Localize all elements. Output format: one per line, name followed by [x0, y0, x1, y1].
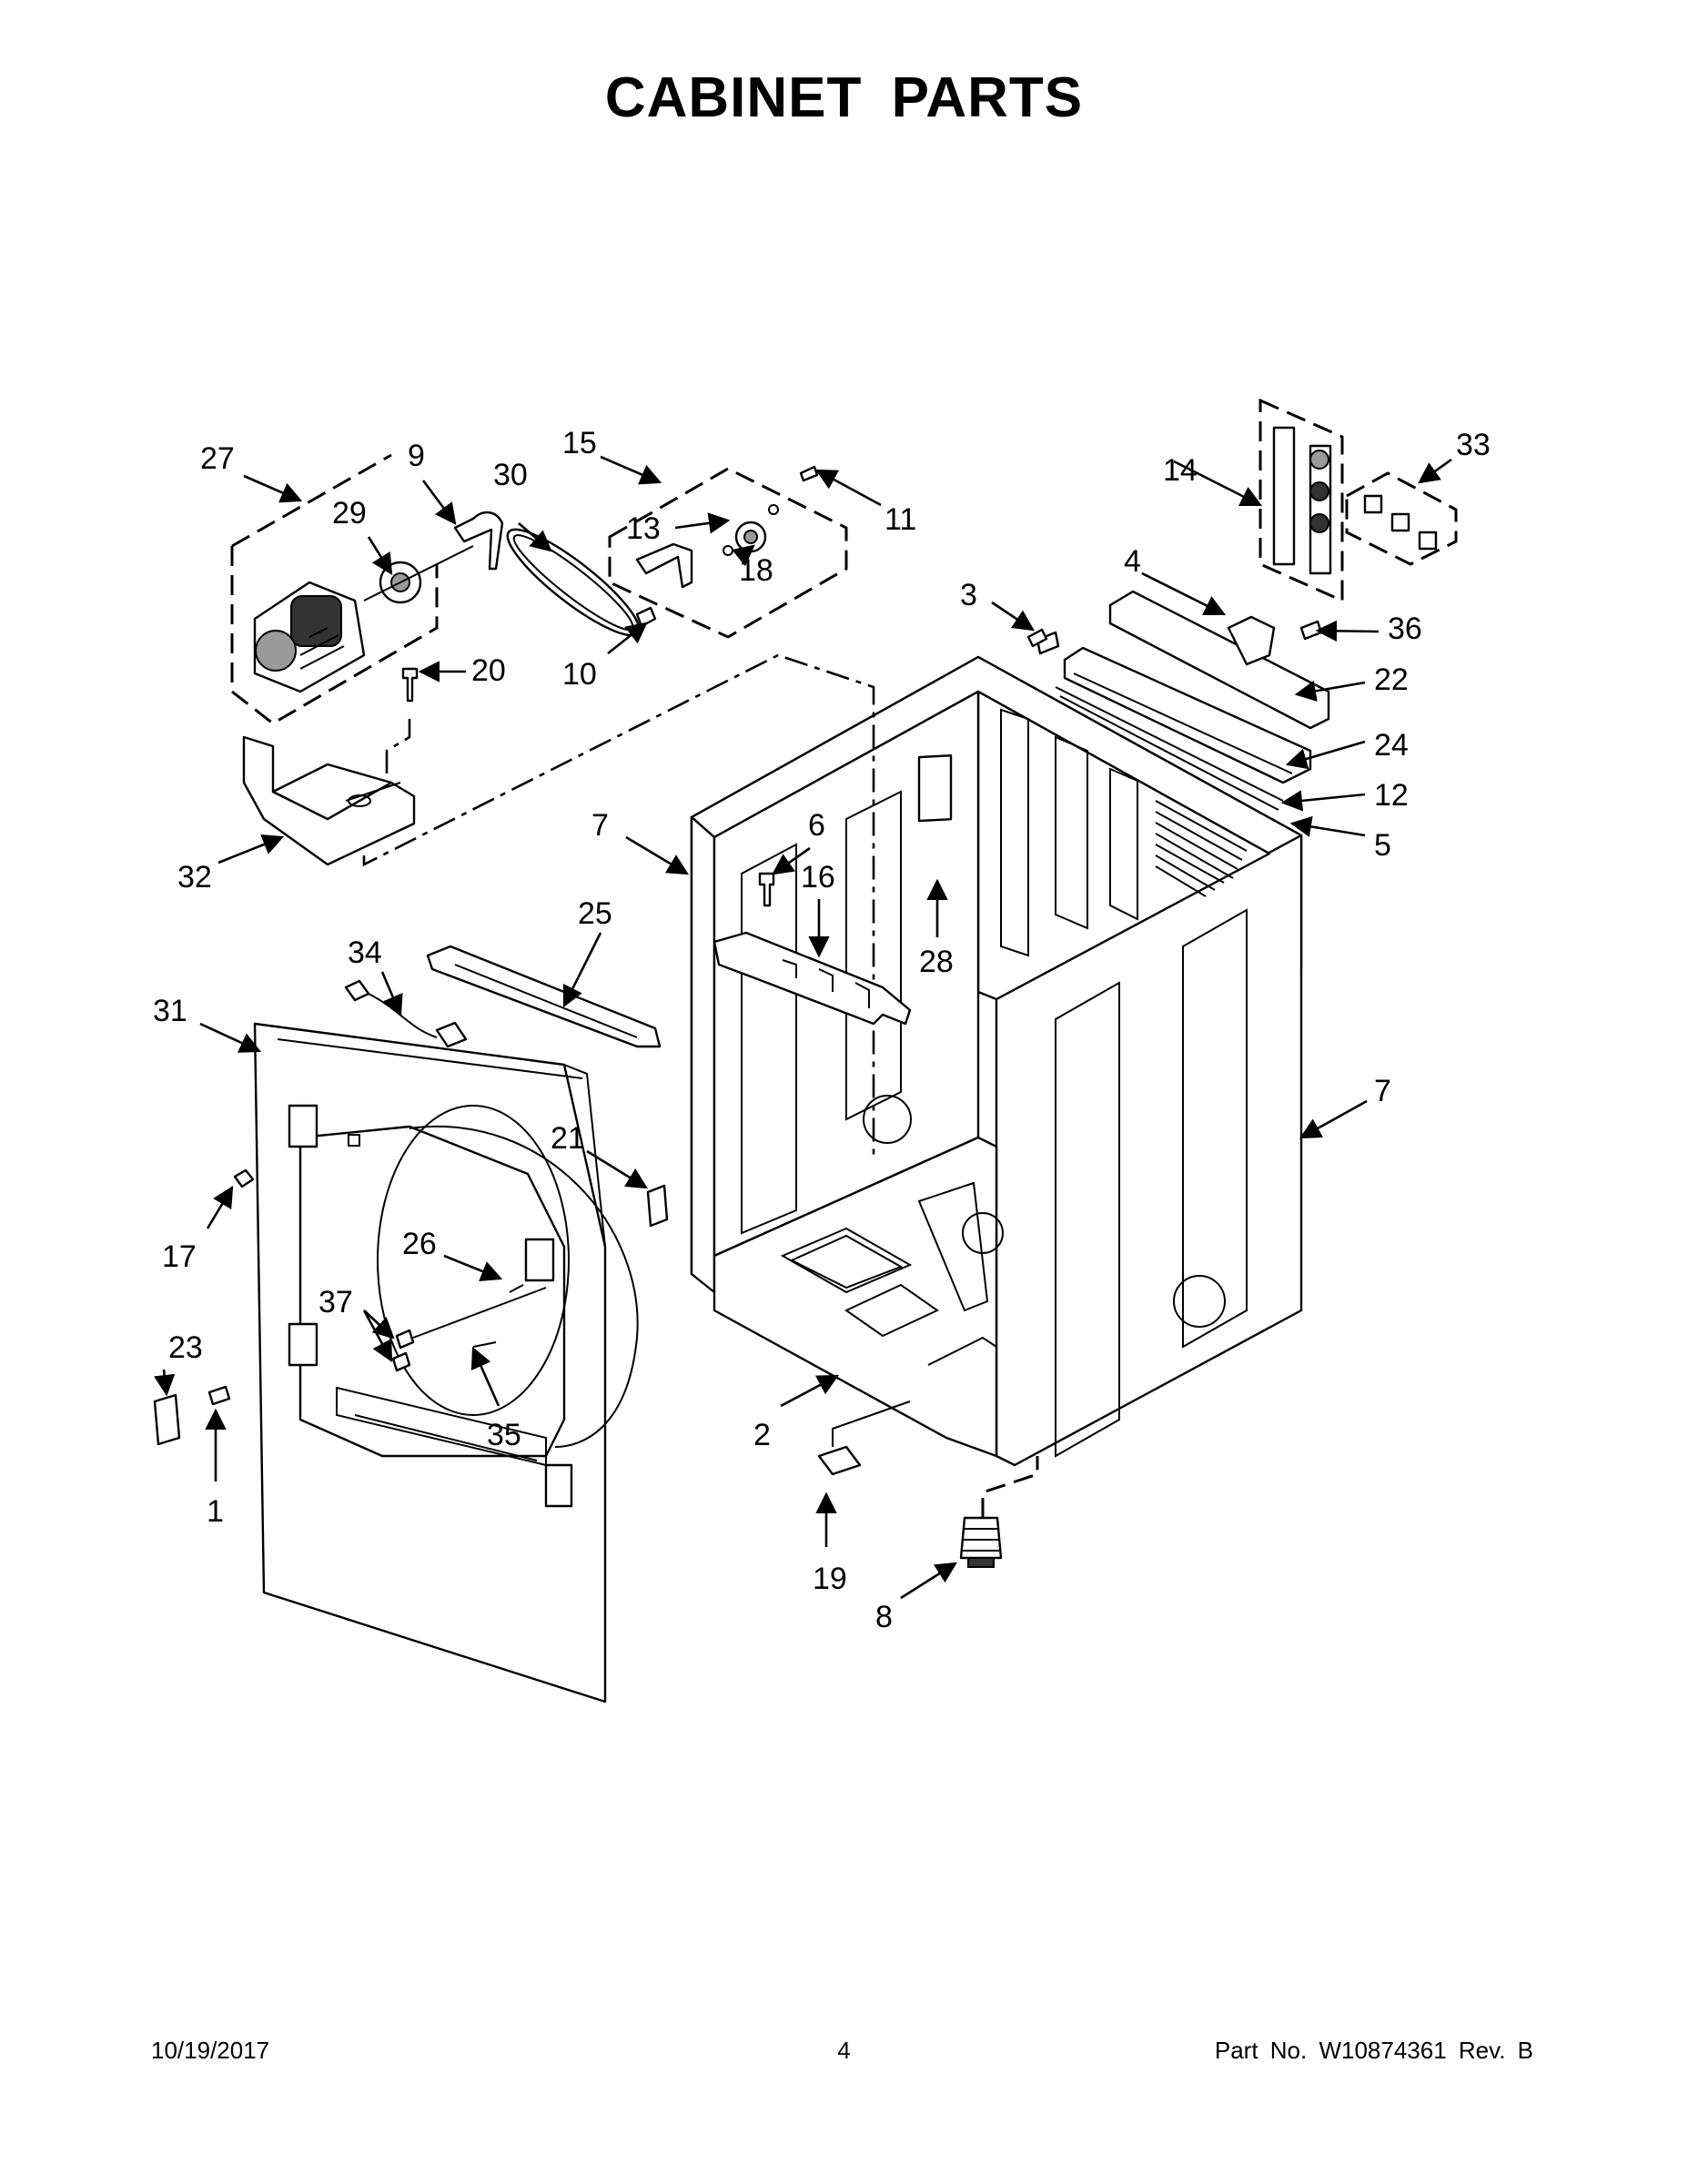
callout-23: 23	[168, 1330, 203, 1365]
footer-part-number: Part No. W10874361 Rev. B	[1214, 2037, 1533, 2064]
callout-18: 18	[739, 553, 773, 588]
callout-28: 28	[919, 945, 954, 979]
control-switches	[1258, 398, 1458, 603]
callout-30: 30	[493, 458, 528, 492]
callout-25: 25	[578, 896, 612, 931]
callout-29: 29	[332, 496, 367, 531]
callout-10: 10	[562, 657, 597, 692]
callout-20: 20	[471, 653, 506, 688]
callout-7-right: 7	[1374, 1074, 1391, 1108]
leader-lines	[154, 455, 1452, 1600]
callout-12: 12	[1374, 778, 1409, 813]
callout-19: 19	[813, 1562, 847, 1596]
callout-15: 15	[562, 426, 597, 460]
callout-labels: 27 9 30 29 15 13 11 18 10 20 32 3 14 33 …	[153, 426, 1491, 1634]
cabinet	[690, 655, 1303, 1467]
callout-32: 32	[177, 860, 212, 895]
small-parts	[153, 628, 1048, 1568]
callout-27: 27	[200, 441, 235, 476]
callout-22: 22	[1374, 662, 1409, 697]
callout-9: 9	[408, 439, 425, 473]
callout-33: 33	[1456, 428, 1491, 462]
motor-assembly	[230, 453, 875, 1160]
callout-4: 4	[1124, 544, 1141, 579]
callout-17: 17	[162, 1239, 197, 1274]
callout-35: 35	[487, 1418, 521, 1452]
callout-34: 34	[348, 935, 382, 970]
callout-14: 14	[1163, 453, 1198, 488]
callout-13: 13	[626, 511, 661, 546]
callout-31: 31	[153, 994, 187, 1028]
callout-26: 26	[402, 1227, 437, 1261]
callout-36: 36	[1388, 612, 1422, 646]
callout-5: 5	[1374, 828, 1391, 863]
idler-assembly	[608, 465, 848, 639]
callout-8: 8	[875, 1600, 893, 1634]
callout-2: 2	[753, 1418, 771, 1452]
callout-7-left: 7	[591, 808, 609, 843]
callout-37: 37	[318, 1285, 353, 1320]
footer-page-number: 4	[837, 2037, 851, 2064]
footer-date: 10/19/2017	[151, 2037, 270, 2064]
callout-16: 16	[801, 860, 835, 895]
callout-21: 21	[551, 1121, 585, 1156]
page-title: CABINET PARTS	[604, 66, 1084, 129]
callout-24: 24	[1374, 728, 1409, 763]
callout-11: 11	[884, 502, 916, 537]
top-bracket-assembly	[1036, 590, 1330, 811]
callout-6: 6	[808, 808, 825, 843]
front-panel	[253, 1022, 639, 1704]
callout-3: 3	[960, 578, 977, 612]
callout-1: 1	[207, 1494, 224, 1529]
